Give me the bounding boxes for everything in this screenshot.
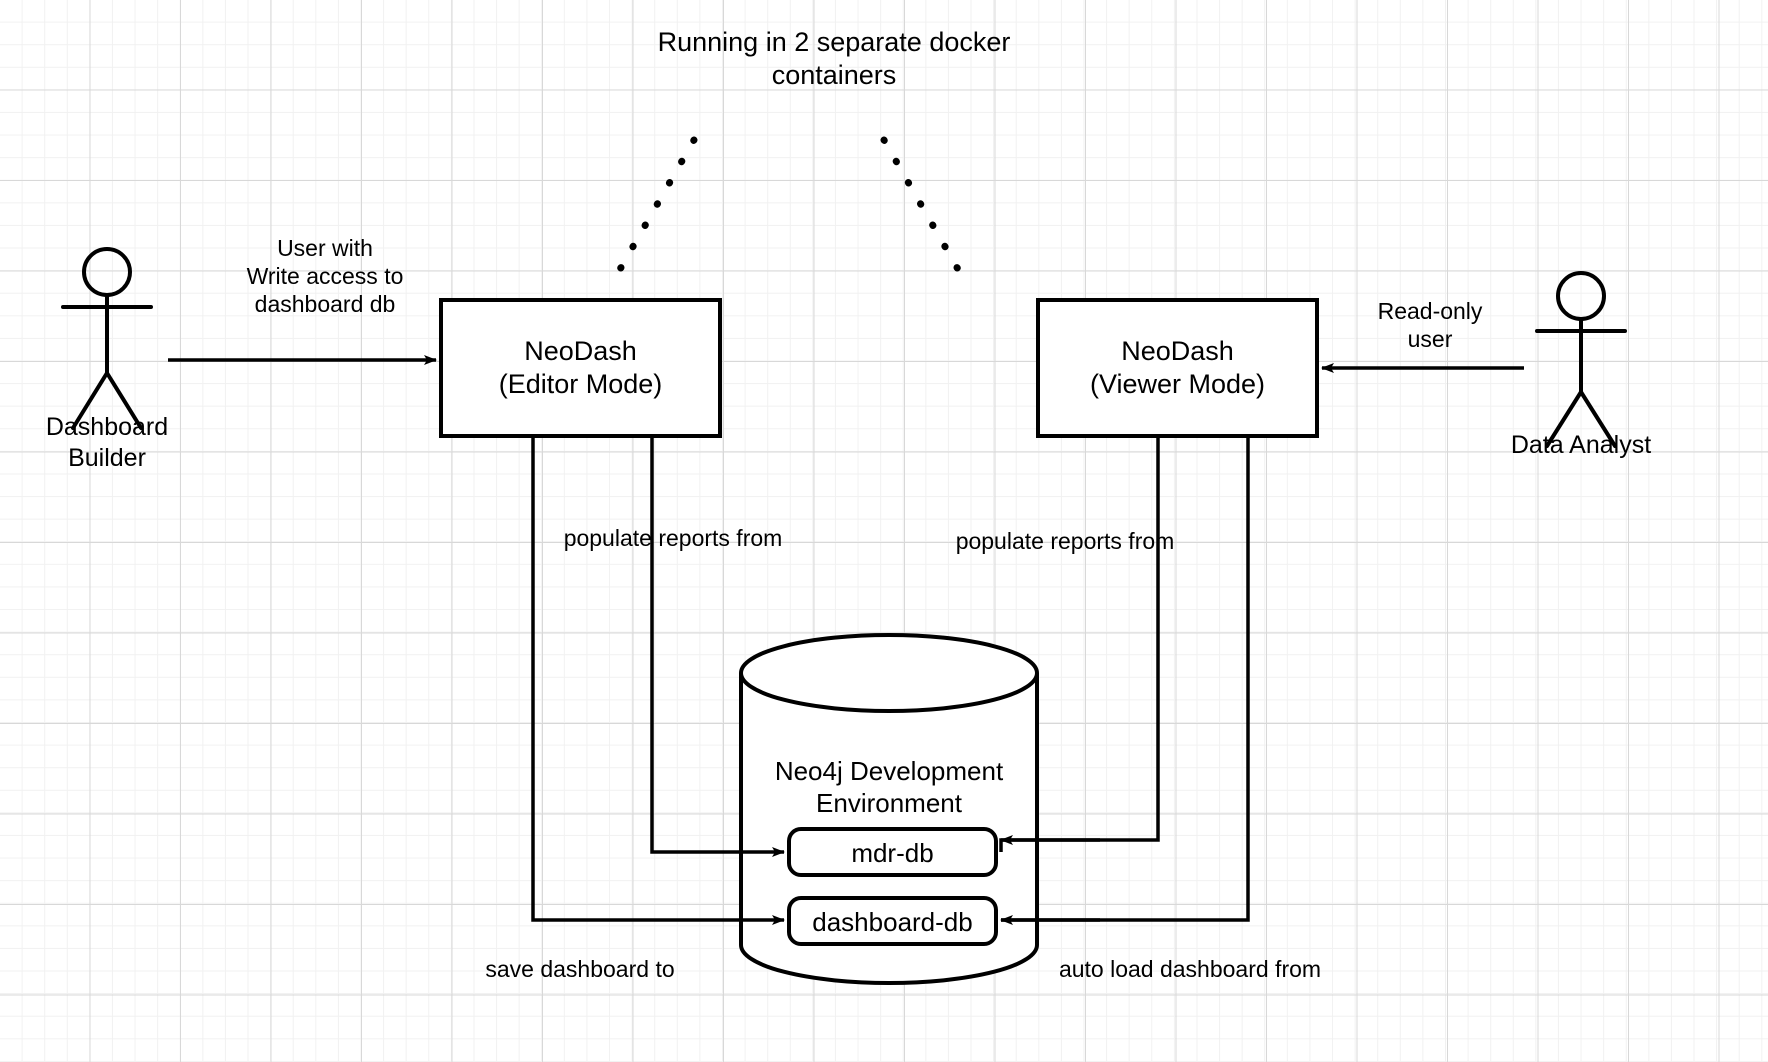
dashboard-db-box[interactable]: [787, 896, 998, 946]
docker-boundary-dotted-right: [880, 136, 967, 282]
docker-boundary-dotted-left: [611, 136, 698, 282]
dashboard-builder-figure: [61, 247, 153, 430]
neodash-viewer-box[interactable]: [1036, 298, 1319, 438]
mdr-db-box[interactable]: [787, 827, 998, 877]
data-analyst-figure: [1535, 271, 1627, 448]
neodash-editor-box[interactable]: [439, 298, 722, 438]
edge-editor-populate-mdr: [650, 436, 785, 857]
edge-editor-save-dashboard: [531, 436, 785, 925]
